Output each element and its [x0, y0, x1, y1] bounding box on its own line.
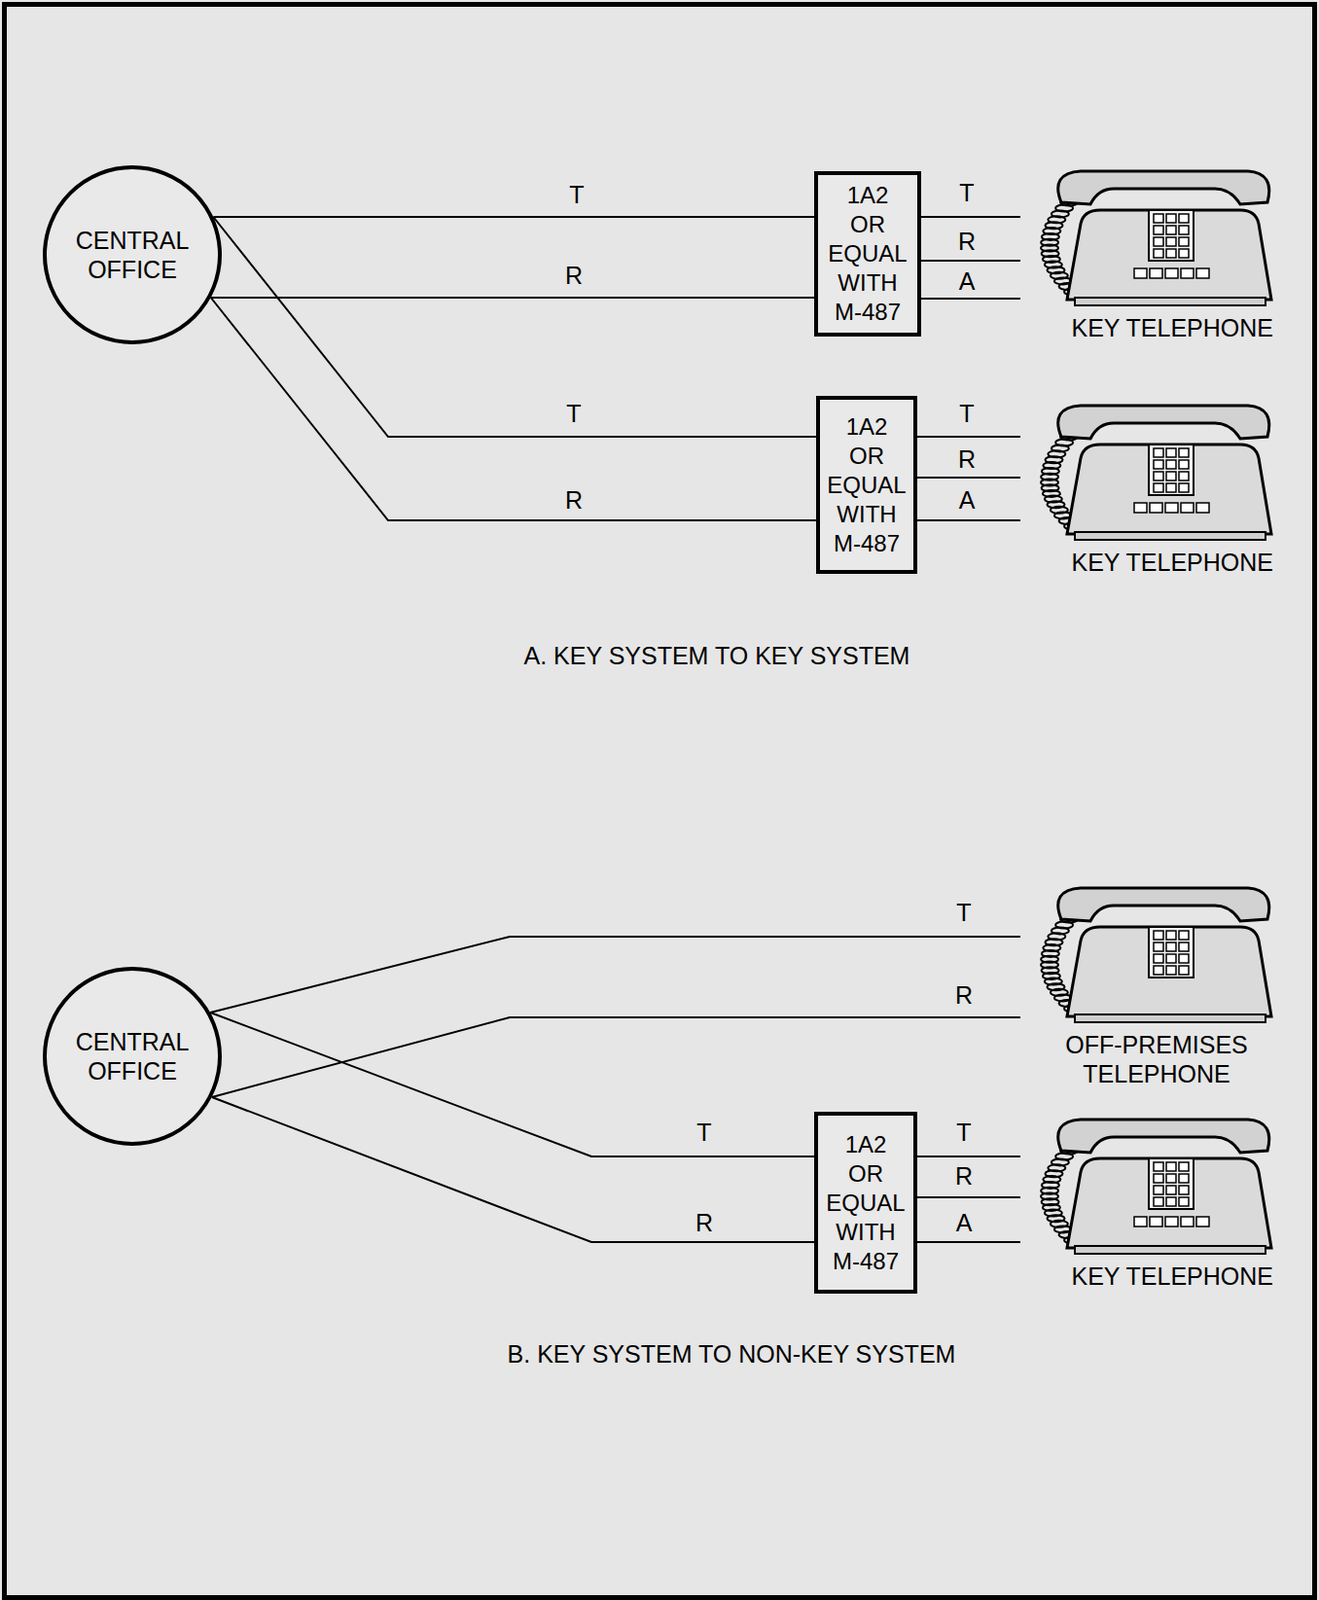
telephone-illustration — [1020, 880, 1276, 1027]
signal-name: R — [562, 263, 586, 288]
signal-name: R — [955, 229, 979, 254]
signal-name: R — [952, 1164, 976, 1189]
key-system-box: 1A2 OR EQUAL WITH M-487 — [814, 171, 922, 337]
telephone-node: OFF-PREMISES TELEPHONE — [1020, 880, 1276, 1085]
signal-name: R — [562, 488, 586, 513]
signal-name: A — [956, 488, 979, 513]
telephone-base — [1067, 444, 1272, 535]
signal-name: R — [692, 1211, 716, 1236]
wire — [213, 215, 815, 218]
signal-name: R — [952, 983, 976, 1008]
wire — [917, 476, 1021, 479]
telephone-node: KEY TELEPHONE — [1020, 1111, 1276, 1317]
section-title: A. KEY SYSTEM TO KEY SYSTEM — [521, 643, 914, 669]
telephone-base — [1067, 210, 1272, 300]
office-name: CENTRAL OFFICE — [64, 1027, 201, 1086]
telephone-handset — [1058, 888, 1270, 922]
telephone-base — [1067, 1158, 1272, 1248]
key-system-box: 1A2 OR EQUAL WITH M-487 — [814, 1111, 918, 1294]
signal-name: T — [953, 900, 974, 926]
section-title: B. KEY SYSTEM TO NON-KEY SYSTEM — [504, 1342, 960, 1367]
wire — [917, 1155, 1021, 1158]
wire — [210, 1012, 815, 1157]
equipment-name: 1A2 OR EQUAL WITH M-487 — [822, 412, 911, 559]
telephone-illustration — [1020, 1111, 1276, 1258]
wire — [210, 936, 1021, 1013]
signal-name: R — [955, 447, 979, 472]
telephone-handset — [1058, 1119, 1270, 1153]
wire — [917, 519, 1021, 522]
telephone-node: KEY TELEPHONE — [1020, 163, 1276, 368]
key-system-box: 1A2 OR EQUAL WITH M-487 — [816, 395, 918, 574]
wire — [921, 215, 1021, 218]
telephone-label: KEY TELEPHONE — [1071, 1261, 1275, 1291]
signal-name: T — [693, 1120, 714, 1145]
telephone-label: KEY TELEPHONE — [1071, 547, 1275, 577]
telephone-handset — [1058, 405, 1270, 439]
wire — [921, 297, 1021, 300]
wire — [917, 1196, 1021, 1199]
telephone-illustration — [1020, 397, 1276, 544]
wire — [211, 297, 817, 521]
equipment-name: 1A2 OR EQUAL WITH M-487 — [820, 1130, 911, 1277]
wire — [212, 1017, 1021, 1098]
equipment-name: 1A2 OR EQUAL WITH M-487 — [820, 180, 915, 327]
wire — [212, 1097, 815, 1243]
telephone-handset — [1058, 171, 1270, 205]
office-circle: CENTRAL OFFICE — [42, 165, 222, 345]
signal-name: A — [953, 1211, 976, 1236]
signal-name: T — [956, 180, 977, 206]
wire — [917, 1241, 1021, 1244]
signal-name: A — [956, 269, 979, 294]
wire — [213, 216, 817, 437]
telephone-illustration — [1020, 163, 1276, 310]
telephone-base — [1067, 926, 1272, 1017]
office-circle: CENTRAL OFFICE — [42, 966, 222, 1146]
wire — [921, 259, 1021, 262]
wire — [211, 296, 815, 299]
telephone-node: KEY TELEPHONE — [1020, 397, 1276, 603]
office-name: CENTRAL OFFICE — [64, 225, 201, 285]
wire — [917, 435, 1021, 438]
signal-name: T — [953, 1120, 974, 1145]
signal-name: T — [956, 401, 977, 427]
signal-name: T — [563, 401, 584, 427]
signal-name: T — [566, 182, 587, 208]
telephone-label: OFF-PREMISES TELEPHONE — [1049, 1030, 1264, 1089]
telephone-label: KEY TELEPHONE — [1071, 313, 1275, 343]
